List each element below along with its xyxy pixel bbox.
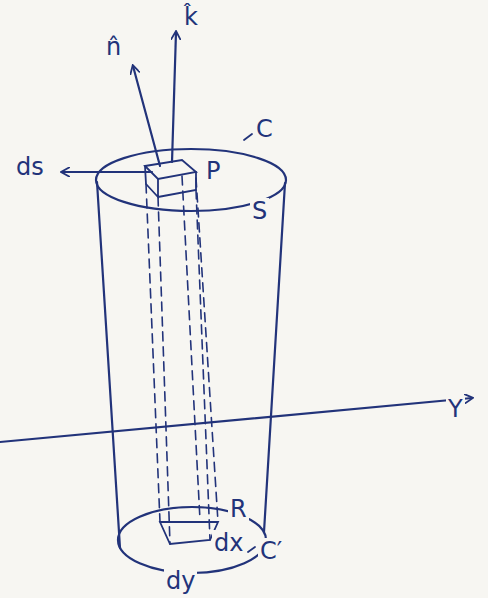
k-vector [172, 32, 176, 162]
curve-label: C [254, 116, 275, 142]
surface-element [145, 166, 196, 197]
surface-label: S [250, 198, 269, 224]
dx-label: dx [212, 530, 245, 556]
radius-label: R [228, 496, 249, 522]
cylinder-side [264, 183, 285, 532]
point-label: P [204, 158, 222, 184]
curve-tick [248, 547, 255, 552]
axis-label: Y [446, 396, 465, 422]
ds-arrow [62, 171, 152, 173]
normal-vector [133, 66, 160, 166]
curve-tick [244, 134, 252, 140]
normal-label: n̂ [104, 34, 123, 60]
surface-element [145, 160, 196, 179]
base-element [160, 522, 218, 544]
element-label: ds [14, 154, 46, 180]
unit-vector-label: k̂ [182, 4, 200, 30]
y-axis [0, 398, 472, 442]
curve-label: C′ [258, 538, 284, 564]
projection-column [146, 176, 218, 544]
dy-label: dy [164, 568, 197, 594]
cylinder-side [97, 182, 120, 548]
